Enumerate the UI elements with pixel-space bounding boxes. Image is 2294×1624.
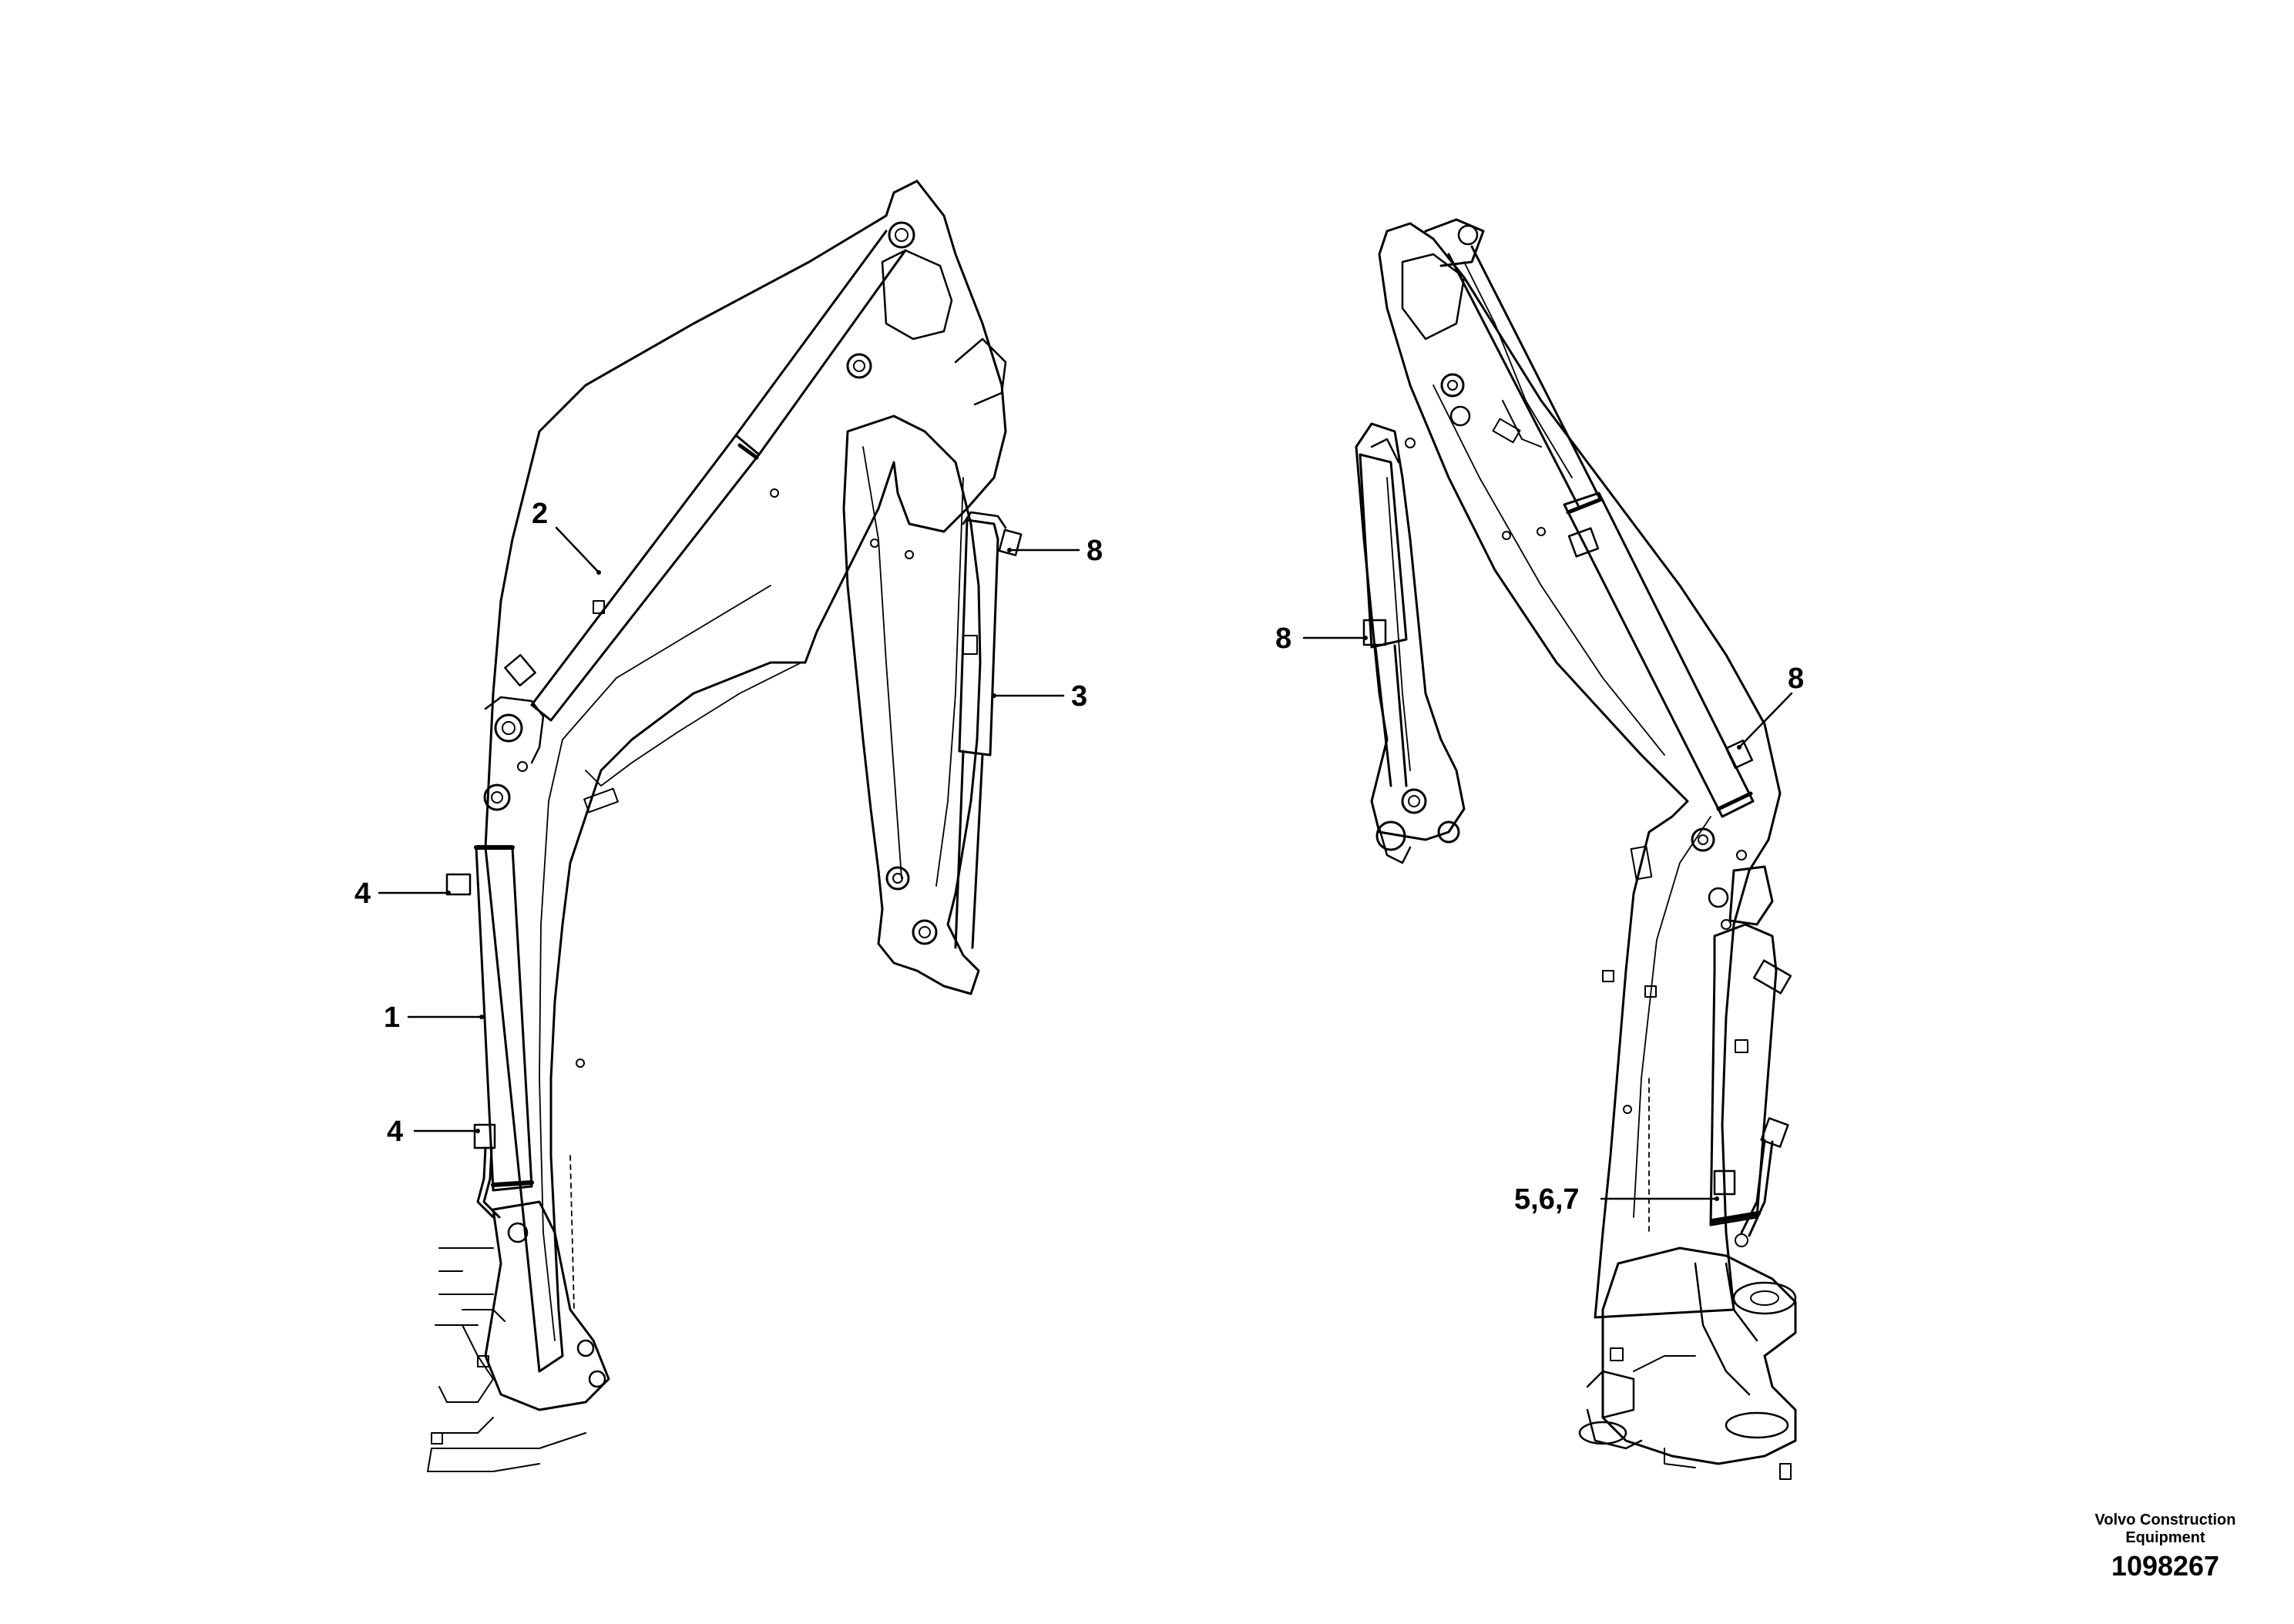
callout-4-upper: 4 — [354, 877, 371, 910]
company-line-1: Volvo Construction — [2094, 1512, 2236, 1528]
callout-8-right-bucket: 8 — [1788, 663, 1805, 695]
left-base — [427, 1200, 610, 1472]
right-bucket-cylinder-shape — [1447, 245, 1755, 818]
right-arm — [1355, 422, 1466, 841]
leader-lines — [378, 526, 1793, 1200]
left-boom-cylinder-shape — [445, 845, 534, 1219]
left-bucket-cylinder-shape — [504, 230, 907, 722]
right-base — [1578, 1233, 1797, 1480]
left-boom — [484, 180, 1007, 1373]
callout-8-right-arm: 8 — [1275, 622, 1292, 655]
company-caption: Volvo Construction Equipment — [2073, 1512, 2258, 1547]
left-arm — [842, 414, 982, 995]
right-arm-cylinder-shape — [1359, 438, 1408, 787]
company-line-2: Equipment — [2125, 1529, 2205, 1546]
callout-8-left: 8 — [1087, 535, 1103, 567]
right-boom — [1378, 222, 1782, 1319]
leader-dots — [446, 548, 1741, 1201]
left-boom-assembly — [427, 180, 1023, 1472]
callout-3: 3 — [1071, 680, 1088, 713]
drawing-number: 1098267 — [2111, 1550, 2220, 1582]
leader-8-right-bucket — [1738, 692, 1793, 749]
callout-5-6-7: 5,6,7 — [1514, 1183, 1580, 1216]
right-boom-cylinder-shape — [1709, 865, 1792, 1237]
callout-4-lower: 4 — [387, 1116, 404, 1148]
callout-2: 2 — [532, 498, 549, 530]
leader-2 — [555, 526, 600, 574]
left-arm-cylinder-shape — [954, 511, 1023, 949]
right-boom-assembly — [1355, 218, 1797, 1480]
callout-1: 1 — [384, 1002, 401, 1034]
